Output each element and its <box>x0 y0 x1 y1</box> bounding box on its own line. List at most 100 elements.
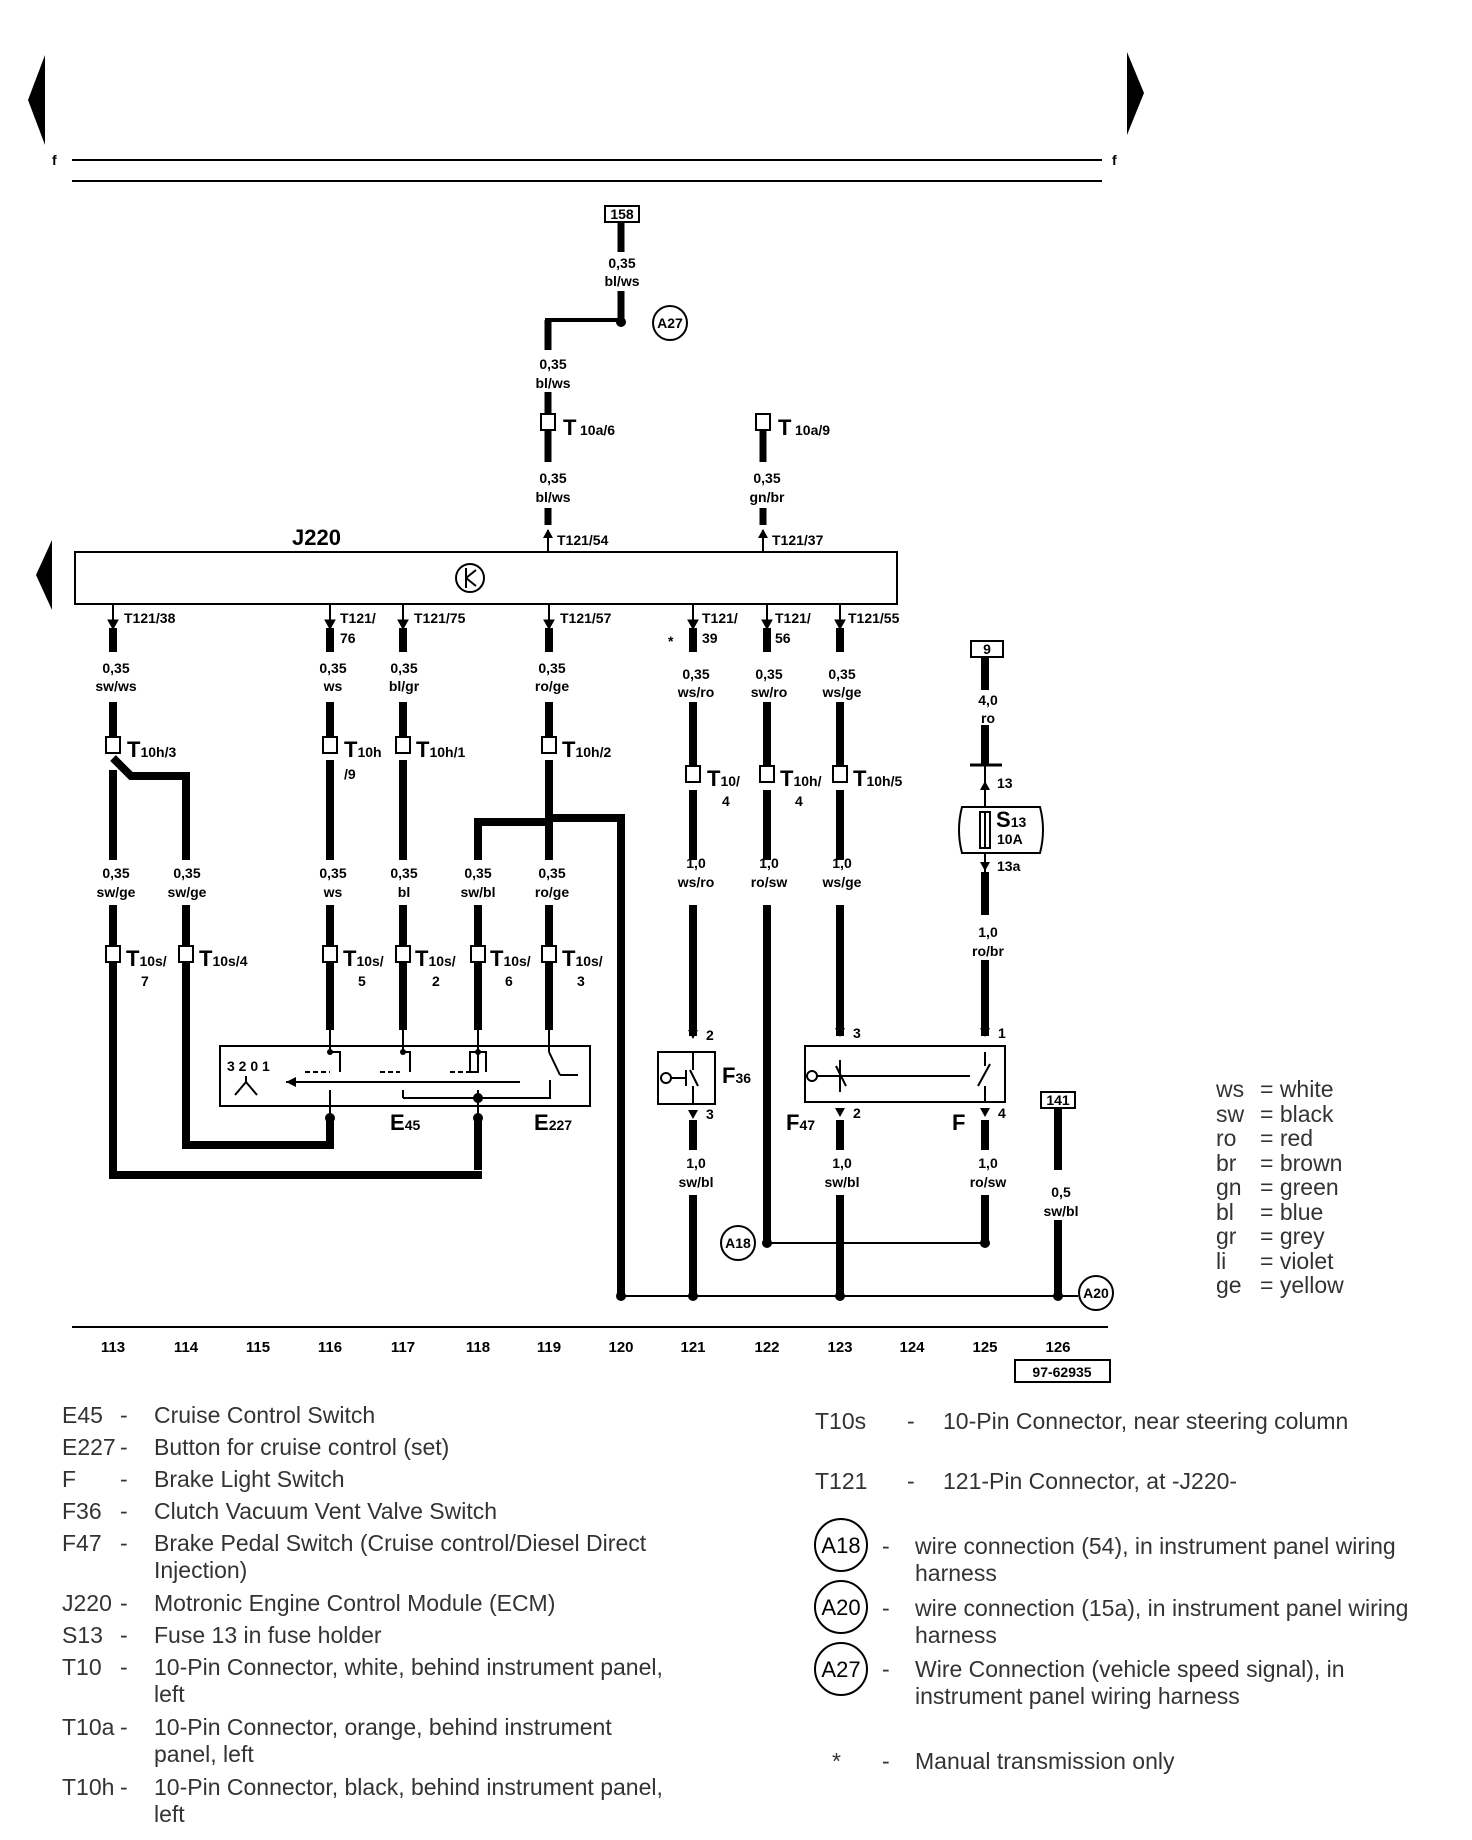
drawing-number-box <box>1014 1359 1111 1383</box>
connector-t10h9: T10h <box>344 737 382 762</box>
legend-row-t10: T10-10-Pin Connector, white, behind inst… <box>62 1654 663 1707</box>
svg-text:ws/ge: ws/ge <box>822 874 862 890</box>
s13-out-arrow-icon <box>980 862 990 871</box>
wire-t121-37-color: gn/br <box>750 489 786 505</box>
ecm-symbol-inner <box>465 568 477 588</box>
svg-text:118: 118 <box>466 1339 490 1356</box>
legend-row-a18: -wire connection (54), in instrument pan… <box>882 1533 1396 1586</box>
wires-thick <box>109 628 1062 1298</box>
splice-a20-icon <box>1078 1275 1114 1311</box>
pin-t121-56-a: T121/ <box>775 610 811 626</box>
pin-f-in: 1 <box>998 1025 1006 1041</box>
connector-t10a6-main: T <box>563 415 577 440</box>
color-code-legend: ws= white sw= black ro= red br= brown gn… <box>1216 1077 1344 1298</box>
pin-f36-in: 2 <box>706 1027 714 1043</box>
svg-text:125: 125 <box>972 1339 997 1356</box>
continuation-left-arrow-icon <box>36 540 52 610</box>
svg-text:ws/ge: ws/ge <box>822 684 862 700</box>
svg-text:0,35: 0,35 <box>538 865 565 881</box>
e45-slider-arrow-icon <box>286 1077 296 1087</box>
component-e45-label: E45 <box>390 1110 420 1135</box>
j220-output-pins: T121/38 T121/ 76 T121/75 T121/57 * T121/… <box>124 610 900 649</box>
legend-row-t10s: T10s-10-Pin Connector, near steering col… <box>815 1408 1349 1434</box>
f36-pin-out-arrow-icon <box>688 1110 698 1119</box>
svg-text:120: 120 <box>608 1339 633 1356</box>
legend-row-e45: E45-Cruise Control Switch <box>62 1402 376 1428</box>
fuse-s13-label: S13 <box>996 807 1026 832</box>
legend-row-t121: T121-121-Pin Connector, at -J220- <box>815 1468 1238 1494</box>
connector-t10s5: T10s/ <box>343 946 384 971</box>
wire-c125-top-size: 4,0 <box>978 692 998 708</box>
color-code-row: sw= black <box>1216 1100 1334 1127</box>
connector-t10a6-icon <box>540 413 556 431</box>
pin-t121-54: T121/54 <box>557 532 609 548</box>
next-page-arrow-icon[interactable] <box>1127 52 1144 135</box>
svg-text:122: 122 <box>754 1339 779 1356</box>
f47-pin-out-arrow-icon <box>835 1108 845 1117</box>
pin-t121-38: T121/38 <box>124 610 176 626</box>
splice-a27-icon <box>652 305 688 341</box>
ref-box-141-label: 141 <box>1046 1092 1070 1108</box>
connector-t10h1: T10h/1 <box>416 737 465 762</box>
svg-text:1,0: 1,0 <box>686 855 706 871</box>
legend-a27-icon-label: A27 <box>821 1657 860 1682</box>
svg-text:0,35: 0,35 <box>390 865 417 881</box>
connector-t10s4: T10s/4 <box>199 946 248 971</box>
svg-text:0,35: 0,35 <box>319 865 346 881</box>
svg-text:0,35: 0,35 <box>755 666 782 682</box>
connector-icons-t10h <box>105 736 848 783</box>
component-e227-label: E227 <box>534 1110 572 1135</box>
pin-t121-76-b: 76 <box>340 630 356 646</box>
pin-t121-37: T121/37 <box>772 532 824 548</box>
wire-below-splice-color: bl/ws <box>535 375 570 391</box>
connector-t10a9-main: T <box>778 415 792 440</box>
connector-t10h4: T10h/ <box>780 766 822 791</box>
ref-box-9 <box>970 640 1004 658</box>
svg-text:1,0: 1,0 <box>759 855 779 871</box>
module-j220-box <box>74 551 898 605</box>
e45-position-digits: 3 2 0 1 <box>227 1058 270 1074</box>
connector-t10a6-sub: 10a/6 <box>580 422 615 438</box>
svg-text:114: 114 <box>174 1339 199 1356</box>
svg-text:ro/sw: ro/sw <box>751 874 788 890</box>
splice-a18-icon <box>720 1225 756 1261</box>
ref-box-158-label: 158 <box>610 206 634 222</box>
ref-box-141 <box>1040 1091 1076 1109</box>
svg-text:116: 116 <box>318 1339 342 1356</box>
previous-page-arrow-icon[interactable] <box>28 55 45 145</box>
drawing-number: 97-62935 <box>1032 1364 1091 1380</box>
svg-text:0,35: 0,35 <box>682 666 709 682</box>
splice-a18-label: A18 <box>725 1235 751 1251</box>
connector-t10s7-extra: 7 <box>141 973 149 989</box>
svg-text:1,0: 1,0 <box>978 1155 998 1171</box>
connector-t10h5: T10h/5 <box>853 766 902 791</box>
color-code-row: li= violet <box>1216 1247 1334 1274</box>
svg-text:0,35: 0,35 <box>319 660 346 676</box>
connector-t10s6-extra: 6 <box>505 973 513 989</box>
svg-text:sw/ws: sw/ws <box>95 678 136 694</box>
svg-text:113: 113 <box>101 1339 125 1356</box>
e45-pointer-icon <box>234 1076 258 1096</box>
svg-text:sw/bl: sw/bl <box>678 1174 713 1190</box>
wire-t121-54-size: 0,35 <box>539 470 566 486</box>
pin-f47-out: 2 <box>853 1105 861 1121</box>
svg-text:0,35: 0,35 <box>102 660 129 676</box>
svg-text:121: 121 <box>680 1339 705 1356</box>
svg-text:ro/sw: ro/sw <box>970 1174 1007 1190</box>
column-numbers: 113 114 115 116 117 118 119 120 121 122 … <box>101 1339 1071 1356</box>
svg-text:1,0: 1,0 <box>832 1155 852 1171</box>
f-pin-out-arrow-icon <box>980 1108 990 1117</box>
page-mark-left: f <box>52 152 57 168</box>
svg-text:0,35: 0,35 <box>390 660 417 676</box>
svg-text:ws: ws <box>323 678 343 694</box>
connector-t10h4-extra: 4 <box>795 793 803 809</box>
connector-t10-4-extra: 4 <box>722 793 730 809</box>
svg-text:ro/ge: ro/ge <box>535 884 569 900</box>
color-code-row: gr= grey <box>1216 1223 1325 1249</box>
wire-labels-row3: 1,0sw/bl 1,0sw/bl 1,0ro/sw 0,5sw/bl <box>678 1155 1078 1219</box>
svg-text:ws: ws <box>323 884 343 900</box>
wire-t121-37-size: 0,35 <box>753 470 780 486</box>
legend-a18-icon-label: A18 <box>821 1533 860 1558</box>
